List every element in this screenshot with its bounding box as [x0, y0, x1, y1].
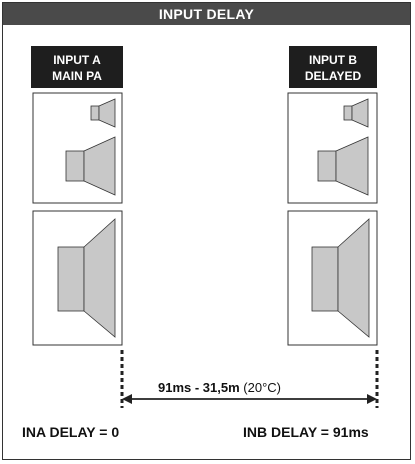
distance-note: (20°C)	[243, 380, 282, 395]
diagram-title: INPUT DELAY	[3, 3, 410, 25]
right-midrange-icon	[317, 136, 369, 196]
distance-main: 91ms - 31,5m	[158, 380, 240, 395]
input-b-line1: INPUT B	[309, 53, 357, 67]
left-midrange-icon	[65, 136, 116, 196]
input-a-line1: INPUT A	[53, 53, 101, 67]
input-a-line2: MAIN PA	[52, 69, 102, 83]
right-woofer-icon	[311, 218, 370, 338]
left-woofer-icon	[57, 218, 116, 338]
input-b-line2: DELAYED	[304, 69, 362, 83]
input-a-label: INPUT A MAIN PA	[31, 46, 123, 88]
distance-label: 91ms - 31,5m (20°C)	[158, 380, 281, 395]
input-b-label: INPUT B DELAYED	[289, 46, 377, 88]
right-tweeter-icon	[343, 98, 369, 128]
left-tweeter-icon	[90, 98, 116, 128]
inb-delay-label: INB DELAY = 91ms	[243, 424, 369, 440]
ina-delay-label: INA DELAY = 0	[22, 424, 120, 440]
arrow-head-right	[367, 394, 377, 404]
arrow-head-left	[122, 394, 132, 404]
